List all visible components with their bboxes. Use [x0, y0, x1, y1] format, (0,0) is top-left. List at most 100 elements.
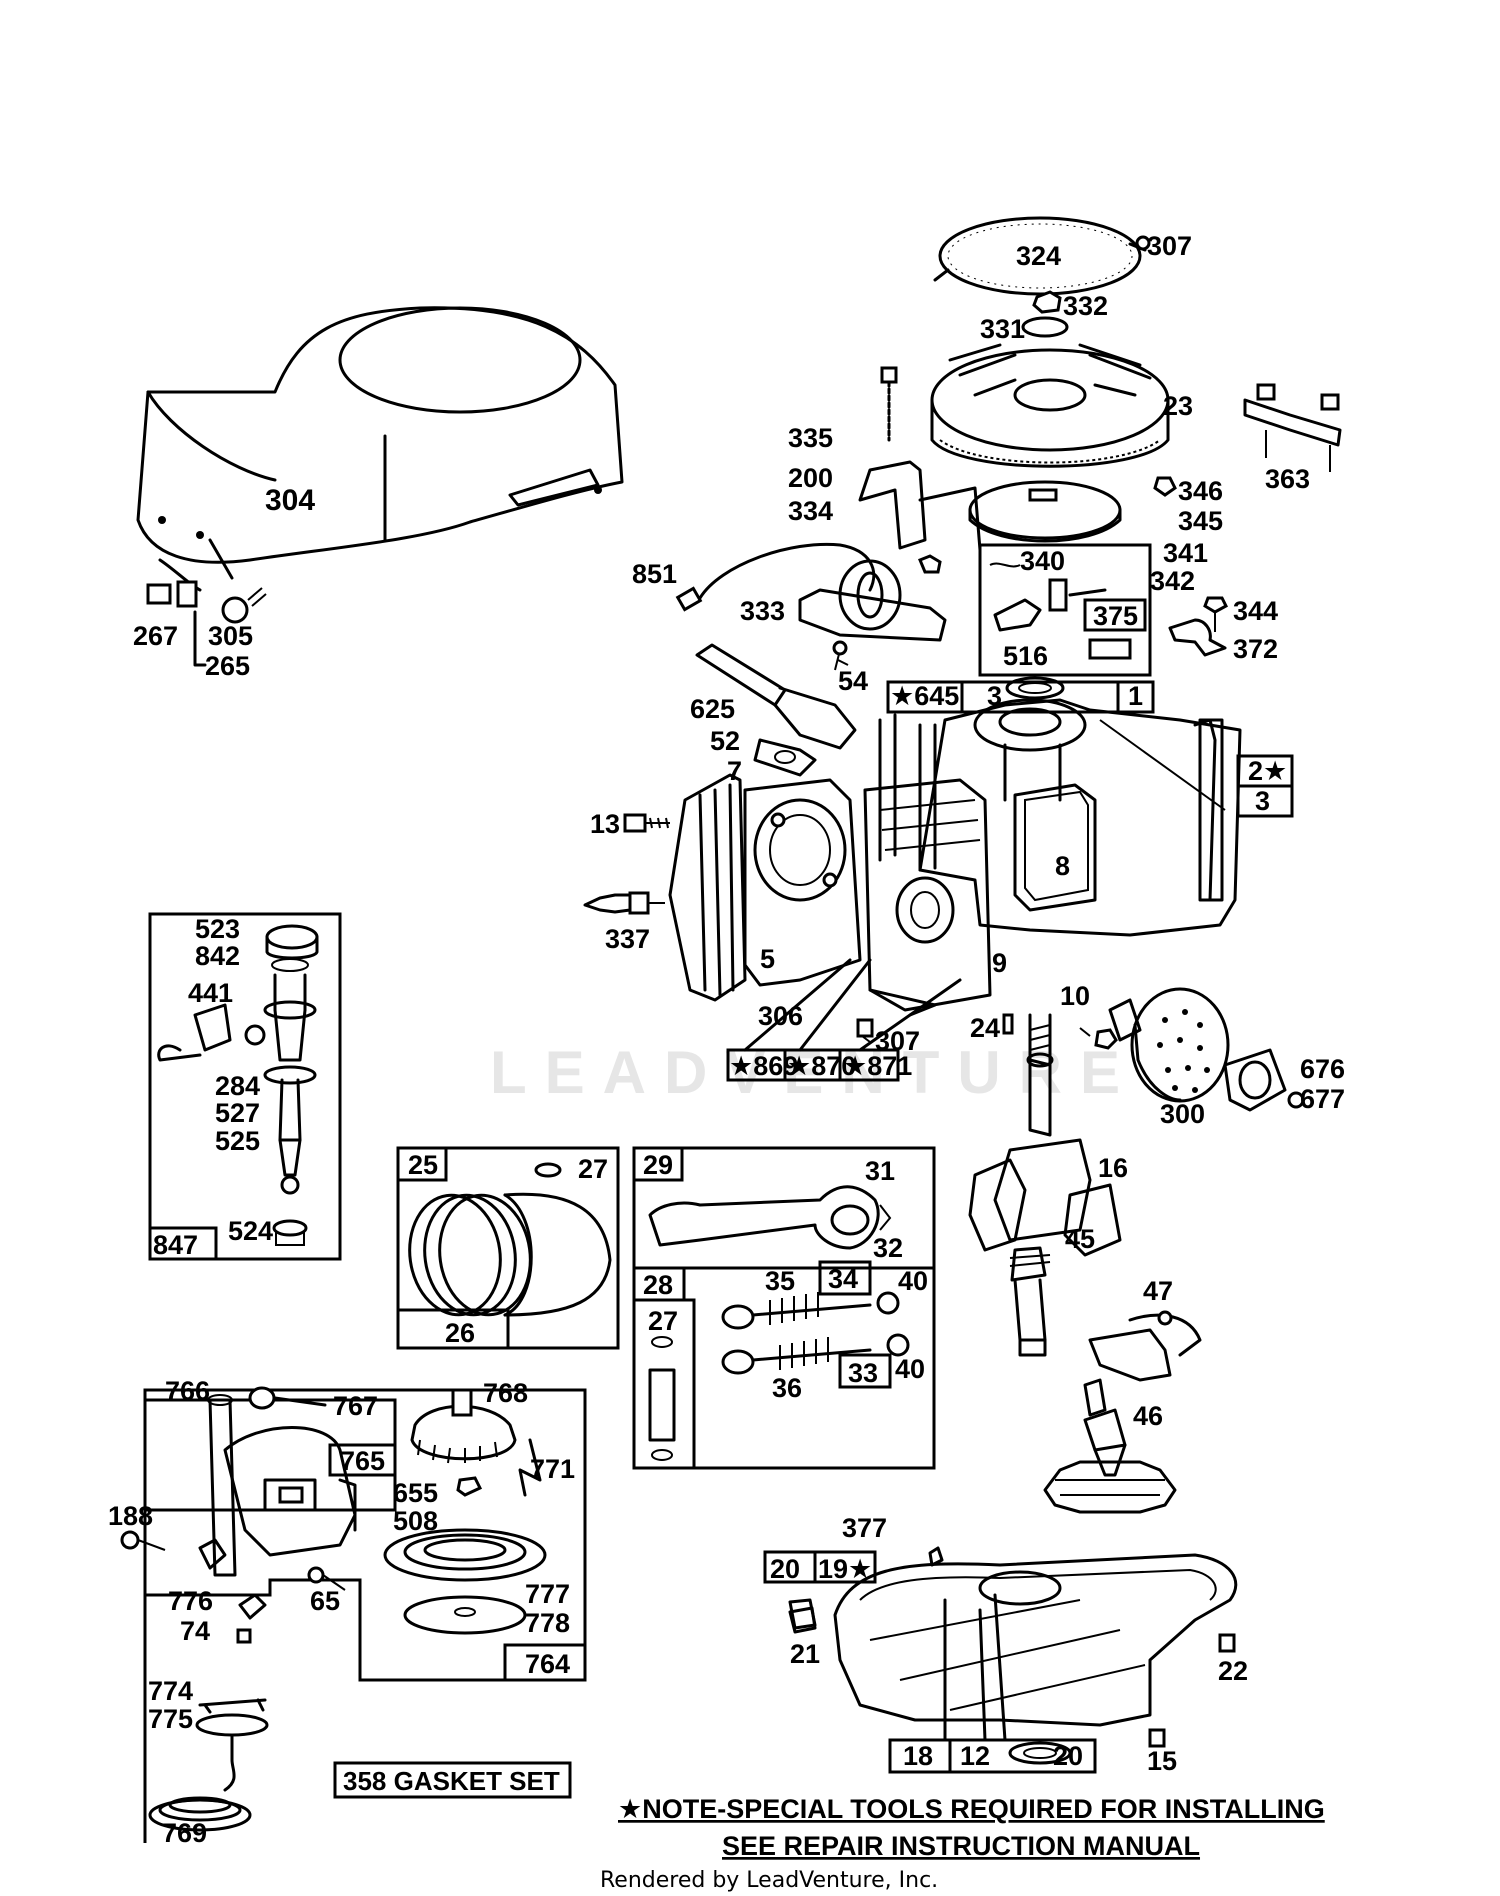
label-34: 34	[828, 1264, 858, 1294]
label-334: 334	[788, 496, 833, 526]
label-26: 26	[445, 1318, 475, 1348]
muffler-drawing	[1108, 987, 1305, 1112]
label-774: 774	[148, 1676, 193, 1706]
label-20: 20	[770, 1554, 800, 1584]
clamp-372-drawing	[1168, 596, 1228, 657]
breaker-points-box-drawing	[978, 543, 1152, 677]
label-24: 24	[970, 1013, 1000, 1043]
label-5: 5	[760, 944, 775, 974]
label-22: 22	[1218, 1656, 1248, 1686]
label-508: 508	[393, 1506, 438, 1536]
label-74: 74	[180, 1616, 210, 1646]
label-33: 33	[848, 1358, 878, 1388]
footer-credit: Rendered by LeadVenture, Inc.	[600, 1868, 938, 1893]
label-200: 200	[788, 463, 833, 493]
label-27b: 27	[648, 1306, 678, 1336]
label-7: 7	[727, 756, 742, 786]
label-771: 771	[530, 1454, 575, 1484]
label-776: 776	[168, 1586, 213, 1616]
label-65: 65	[310, 1586, 340, 1616]
label-27: 27	[578, 1154, 608, 1184]
label-12: 12	[960, 1741, 990, 1771]
label-842: 842	[195, 941, 240, 971]
governor-drawing	[1088, 1310, 1202, 1382]
flywheel-drawing	[930, 343, 1170, 468]
label-768: 768	[483, 1378, 528, 1408]
label-2: 2★	[1248, 756, 1287, 786]
ignition-armature-drawing	[675, 542, 947, 642]
label-21: 21	[790, 1639, 820, 1669]
piston-rings-drawing	[396, 1146, 620, 1350]
label-345: 345	[1178, 506, 1223, 536]
label-335: 335	[788, 423, 833, 453]
armature-bracket-drawing	[858, 366, 982, 552]
label-3: 3	[987, 681, 1002, 711]
label-869: ★869	[729, 1051, 798, 1081]
label-305: 305	[208, 621, 253, 651]
label-300: 300	[1160, 1099, 1205, 1129]
valves-drawing	[632, 1260, 936, 1470]
label-31: 31	[865, 1156, 895, 1186]
label-18: 18	[903, 1741, 933, 1771]
label-372: 372	[1233, 634, 1278, 664]
label-765: 765	[340, 1446, 385, 1476]
label-676: 676	[1300, 1054, 1345, 1084]
label-32: 32	[873, 1233, 903, 1263]
note-line-2: SEE REPAIR INSTRUCTION MANUAL	[722, 1831, 1200, 1861]
label-655: 655	[393, 1478, 438, 1508]
label-25: 25	[408, 1150, 438, 1180]
label-188: 188	[108, 1501, 153, 1531]
label-769: 769	[162, 1818, 207, 1848]
label-52: 52	[710, 726, 740, 756]
label-265: 265	[205, 651, 250, 681]
label-363: 363	[1265, 464, 1310, 494]
label-1: 1	[1128, 681, 1143, 711]
label-871: ★871	[843, 1051, 912, 1081]
head-bolts-drawing	[583, 813, 1118, 1050]
label-778: 778	[525, 1608, 570, 1638]
label-13: 13	[590, 809, 620, 839]
label-35: 35	[765, 1266, 795, 1296]
label-54: 54	[838, 666, 868, 696]
label-28: 28	[643, 1270, 673, 1300]
label-333: 333	[740, 596, 785, 626]
label-267: 267	[133, 621, 178, 651]
label-16: 16	[1098, 1153, 1128, 1183]
breather-plate-drawing	[1013, 783, 1097, 912]
label-284: 284	[215, 1071, 260, 1101]
label-527: 527	[215, 1098, 260, 1128]
label-307: 307	[1147, 231, 1192, 261]
label-377: 377	[842, 1513, 887, 1543]
kit-boxes	[333, 598, 1294, 1799]
label-15: 15	[1147, 1746, 1177, 1776]
label-40b: 40	[895, 1354, 925, 1384]
note-line-1: ★NOTE-SPECIAL TOOLS REQUIRED FOR INSTALL…	[618, 1794, 1325, 1824]
cylinder-head-drawing	[668, 773, 992, 1017]
label-766: 766	[165, 1376, 210, 1406]
label-341: 341	[1163, 538, 1208, 568]
label-775: 775	[148, 1704, 193, 1734]
label-324: 324	[1016, 241, 1061, 271]
label-19: 19★	[818, 1554, 872, 1584]
label-304: 304	[265, 484, 315, 517]
part-number-labels: 304 267 305 265 324 307 332 331 23 363 3…	[108, 231, 1345, 1848]
label-524: 524	[228, 1216, 273, 1246]
camshaft-drawing	[1043, 1378, 1177, 1514]
label-342: 342	[1150, 566, 1195, 596]
label-677: 677	[1300, 1084, 1345, 1114]
label-46: 46	[1133, 1401, 1163, 1431]
label-47: 47	[1143, 1276, 1173, 1306]
label-767: 767	[333, 1391, 378, 1421]
rewind-starter-drawing	[120, 1386, 587, 1843]
label-9: 9	[992, 948, 1007, 978]
housing-screws-drawing	[146, 580, 267, 667]
label-40: 40	[898, 1266, 928, 1296]
rotating-screen-drawing	[933, 216, 1151, 338]
label-516: 516	[1003, 641, 1048, 671]
label-851: 851	[632, 559, 677, 589]
label-525: 525	[215, 1126, 260, 1156]
label-331: 331	[980, 314, 1025, 344]
label-20b: 20	[1053, 1741, 1083, 1771]
breather-tube-drawing	[695, 640, 857, 777]
